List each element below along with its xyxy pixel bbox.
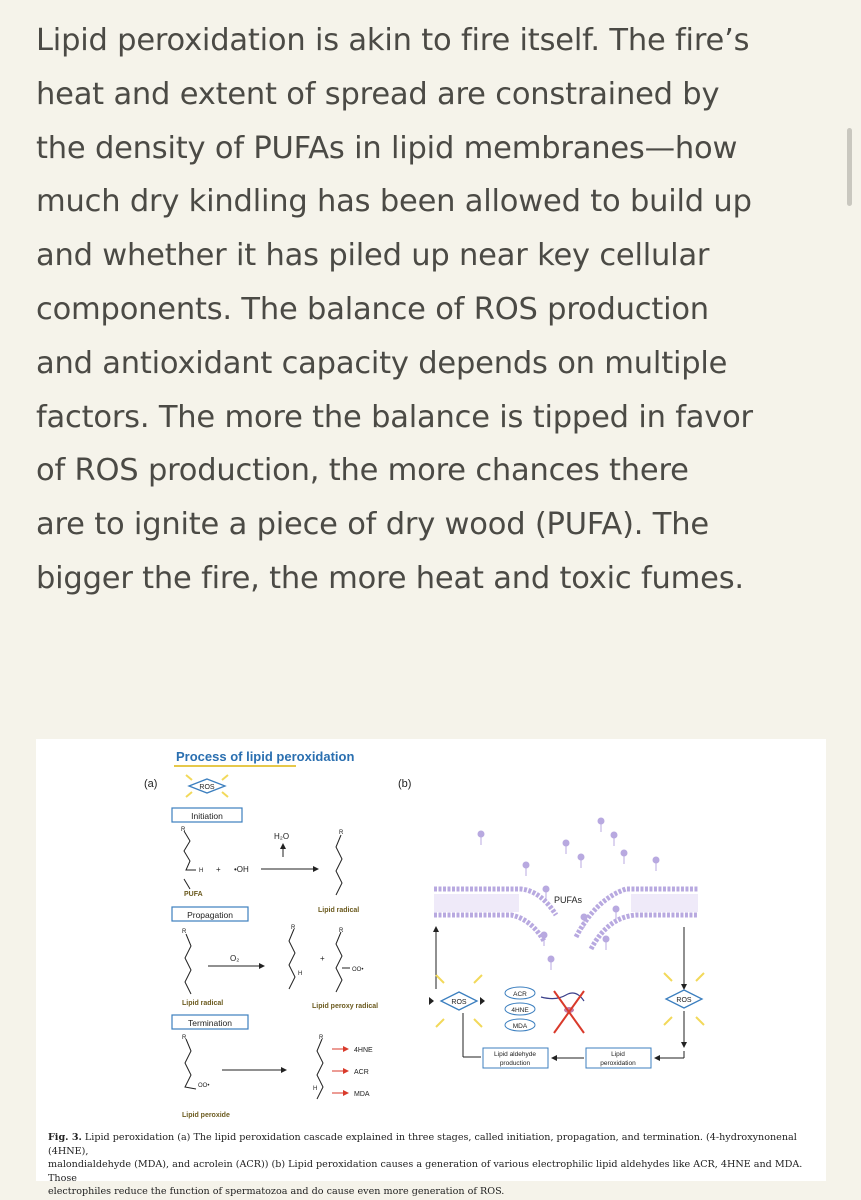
- initiation-label: Initiation: [191, 811, 223, 821]
- lipid-radical-label: Lipid radical: [318, 907, 359, 914]
- lipid-aldehyde-label: production: [500, 1060, 531, 1067]
- panel-b-label: (b): [398, 778, 411, 790]
- article-line: heat and extent of spread are constraine…: [36, 76, 720, 112]
- lipid-aldehyde-label: Lipid aldehyde: [494, 1051, 536, 1058]
- lipid-peroxidation-box: [585, 1047, 652, 1069]
- svg-text:MDA: MDA: [513, 1023, 528, 1030]
- article-line: of ROS production, the more chances ther…: [36, 453, 689, 489]
- termination-box: [171, 1014, 249, 1030]
- aldehyde-products: 4HNE ACR MDA: [332, 1046, 373, 1098]
- article-line: components. The balance of ROS productio…: [36, 291, 709, 327]
- r-label: R: [291, 925, 296, 931]
- aldehyde-ovals: ACR 4HNE MDA: [504, 986, 536, 1032]
- svg-text:ROS: ROS: [199, 784, 215, 791]
- propagation-molecules: [184, 928, 350, 995]
- pufa-label: PUFA: [184, 891, 203, 898]
- article-line: the density of PUFAs in lipid membranes—…: [36, 130, 738, 166]
- r-label: R: [339, 928, 344, 934]
- article-line: and antioxidant capacity depends on mult…: [36, 345, 728, 381]
- figure-caption: Fig. 3. Lipid peroxidation (a) The lipid…: [48, 1131, 818, 1199]
- lipid-peroxy-radical-label: Lipid peroxy radical: [312, 1003, 378, 1010]
- plus-sign: +: [216, 865, 221, 874]
- article-line: Lipid peroxidation is akin to fire itsel…: [36, 23, 750, 58]
- scrollbar-thumb[interactable]: [847, 128, 852, 206]
- r-label: R: [182, 1035, 187, 1041]
- sperm-cross-icon: [540, 990, 585, 1034]
- panel-a-label: (a): [144, 778, 157, 790]
- article-line: much dry kindling has been allowed to bu…: [36, 184, 752, 220]
- lipid-radical-molecule: [335, 834, 343, 896]
- r-label: R: [181, 827, 186, 833]
- termination-label: Termination: [188, 1018, 232, 1028]
- hydroxyl-radical: •OH: [234, 865, 249, 874]
- h-label: H: [199, 868, 203, 874]
- ros-diamond-left: ROS: [429, 974, 485, 1028]
- lipid-peroxidation-label: peroxidation: [600, 1060, 636, 1067]
- oxygen-label: O₂: [230, 954, 239, 963]
- article-paragraph: Lipid peroxidation is akin to fire itsel…: [36, 14, 836, 606]
- lipid-radical-label-2: Lipid radical: [182, 1000, 223, 1007]
- svg-text:4HNE: 4HNE: [511, 1007, 529, 1014]
- pufa-molecule: [183, 830, 196, 890]
- r-label: R: [182, 929, 187, 935]
- peroxy-label: OO•: [352, 967, 363, 973]
- figure-diagram: Process of lipid peroxidation (a) ROS In…: [144, 749, 705, 1119]
- caption-label: Fig. 3.: [48, 1132, 82, 1143]
- caption-line: electrophiles reduce the function of spe…: [48, 1186, 505, 1197]
- lipid-aldehyde-box: [482, 1047, 549, 1069]
- peroxide-label: OO•: [198, 1083, 209, 1089]
- water-label: H₂O: [274, 832, 289, 841]
- r-label: R: [319, 1035, 324, 1041]
- article-line: factors. The more the balance is tipped …: [36, 399, 753, 435]
- lipid-peroxidation-label: Lipid: [611, 1051, 625, 1058]
- svg-text:ROS: ROS: [451, 999, 467, 1006]
- h-label: H: [313, 1086, 317, 1092]
- initiation-box: [171, 807, 243, 823]
- termination-molecules: [184, 1038, 324, 1100]
- ros-diamond-right: ROS: [663, 972, 705, 1026]
- r-label: R: [339, 830, 344, 836]
- propagation-box: [171, 906, 249, 922]
- propagation-label: Propagation: [187, 910, 233, 920]
- plus-sign: +: [320, 954, 325, 963]
- floating-lipids: [477, 817, 660, 970]
- ros-diamond-a: ROS: [185, 774, 229, 798]
- lipid-peroxide-label: Lipid peroxide: [182, 1112, 230, 1119]
- article-line: are to ignite a piece of dry wood (PUFA)…: [36, 507, 709, 543]
- lipid-membrane: [434, 886, 698, 951]
- svg-text:ACR: ACR: [354, 1069, 369, 1076]
- figure-title: Process of lipid peroxidation: [176, 749, 354, 764]
- svg-text:ROS: ROS: [676, 997, 692, 1004]
- caption-line: Lipid peroxidation (a) The lipid peroxid…: [48, 1132, 797, 1157]
- svg-text:ACR: ACR: [513, 991, 527, 998]
- article-line: and whether it has piled up near key cel…: [36, 238, 710, 274]
- article-line: bigger the fire, the more heat and toxic…: [36, 560, 744, 596]
- svg-text:4HNE: 4HNE: [354, 1047, 373, 1054]
- pufas-label: PUFAs: [554, 895, 583, 905]
- lipid-peroxidation-figure: Process of lipid peroxidation (a) ROS In…: [36, 739, 826, 1197]
- h-label: H: [298, 971, 302, 977]
- caption-line: malondialdehyde (MDA), and acrolein (ACR…: [48, 1159, 803, 1184]
- svg-text:MDA: MDA: [354, 1091, 370, 1098]
